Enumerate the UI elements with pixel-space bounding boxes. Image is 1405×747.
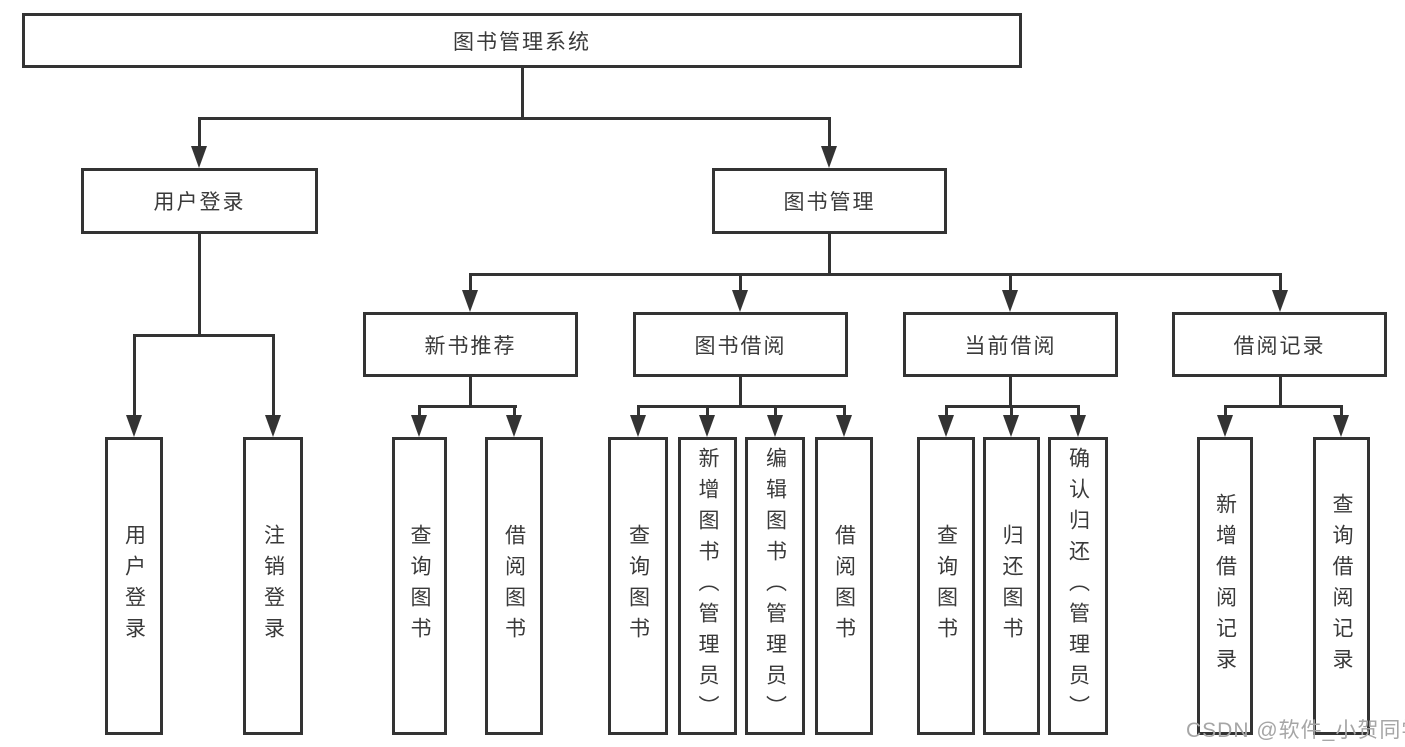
- arrowhead-cb-query: [938, 415, 954, 437]
- connector-drop-bb-query: [637, 405, 640, 417]
- connector-drop-new-book: [469, 273, 472, 292]
- connector-drop-nbr-query: [418, 405, 421, 417]
- connector-book-management-stem: [828, 232, 831, 276]
- connector-drop-current-borrow: [1009, 273, 1012, 292]
- arrowhead-bb-add: [699, 415, 715, 437]
- connector-root-stem: [521, 68, 524, 120]
- arrowhead-bb-query: [630, 415, 646, 437]
- node-leaf-user-login: 用户登录: [105, 437, 163, 735]
- connector-drop-bb-add: [706, 405, 709, 417]
- arrowhead-nbr-borrow: [506, 415, 522, 437]
- node-leaf-bb-edit-book-admin: 编辑图书（管理员）: [745, 437, 805, 735]
- connector-drop-book-borrow: [739, 273, 742, 292]
- connector-drop-nbr-borrow: [513, 405, 516, 417]
- connector-borrow-records-branch: [1224, 405, 1343, 408]
- arrowhead-cb-return: [1003, 415, 1019, 437]
- connector-book-borrow-stem: [739, 375, 742, 407]
- node-book-management: 图书管理: [712, 168, 947, 234]
- arrowhead-bb-edit: [767, 415, 783, 437]
- connector-drop-bb-borrow: [843, 405, 846, 417]
- node-leaf-bb-borrow-book: 借阅图书: [815, 437, 873, 735]
- connector-new-book-branch: [418, 405, 517, 408]
- connector-book-borrow-branch: [637, 405, 846, 408]
- connector-borrow-records-stem: [1279, 375, 1282, 407]
- node-leaf-nbr-query-book: 查询图书: [392, 437, 447, 735]
- connector-drop-cb-return: [1010, 405, 1013, 417]
- node-current-borrow: 当前借阅: [903, 312, 1118, 377]
- arrowhead-user-login: [191, 146, 207, 168]
- arrowhead-current-borrow: [1002, 290, 1018, 312]
- connector-drop-br-query: [1340, 405, 1343, 417]
- arrowhead-br-add: [1217, 415, 1233, 437]
- connector-drop-br-add: [1224, 405, 1227, 417]
- node-root-system: 图书管理系统: [22, 13, 1022, 68]
- arrowhead-borrow-records: [1272, 290, 1288, 312]
- connector-drop-borrow-records: [1279, 273, 1282, 292]
- arrowhead-new-book: [462, 290, 478, 312]
- csdn-watermark: CSDN @软件_小贺同学: [1186, 719, 1405, 742]
- arrowhead-book-borrow: [732, 290, 748, 312]
- connector-drop-cb-query: [945, 405, 948, 417]
- arrowhead-login: [126, 415, 142, 437]
- connector-current-borrow-stem: [1009, 375, 1012, 407]
- node-leaf-cb-query-book: 查询图书: [917, 437, 975, 735]
- arrowhead-book-management: [821, 146, 837, 168]
- node-book-borrow: 图书借阅: [633, 312, 848, 377]
- arrowhead-br-query: [1333, 415, 1349, 437]
- arrowhead-bb-borrow: [836, 415, 852, 437]
- connector-drop-bb-edit: [774, 405, 777, 417]
- node-leaf-cb-return-book: 归还图书: [983, 437, 1040, 735]
- connector-new-book-stem: [469, 375, 472, 407]
- connector-drop-logout: [272, 334, 275, 417]
- node-user-login: 用户登录: [81, 168, 318, 234]
- connector-drop-user-login: [198, 117, 201, 148]
- connector-user-login-branch: [133, 334, 275, 337]
- connector-user-login-stem: [198, 232, 201, 337]
- node-leaf-br-query-record: 查询借阅记录: [1313, 437, 1370, 735]
- node-leaf-bb-query-book: 查询图书: [608, 437, 668, 735]
- connector-level3-branch: [469, 273, 1282, 276]
- node-leaf-cb-confirm-return-admin: 确认归还（管理员）: [1048, 437, 1108, 735]
- node-leaf-bb-add-book-admin: 新增图书（管理员）: [678, 437, 737, 735]
- node-leaf-nbr-borrow-book: 借阅图书: [485, 437, 543, 735]
- arrowhead-cb-confirm: [1070, 415, 1086, 437]
- connector-drop-login: [133, 334, 136, 417]
- node-leaf-logout: 注销登录: [243, 437, 303, 735]
- arrowhead-nbr-query: [411, 415, 427, 437]
- node-borrow-records: 借阅记录: [1172, 312, 1387, 377]
- connector-drop-book-management: [828, 117, 831, 148]
- connector-level2-branch: [198, 117, 831, 120]
- node-leaf-br-add-record: 新增借阅记录: [1197, 437, 1253, 735]
- arrowhead-logout: [265, 415, 281, 437]
- node-new-book-recommend: 新书推荐: [363, 312, 578, 377]
- connector-drop-cb-confirm: [1077, 405, 1080, 417]
